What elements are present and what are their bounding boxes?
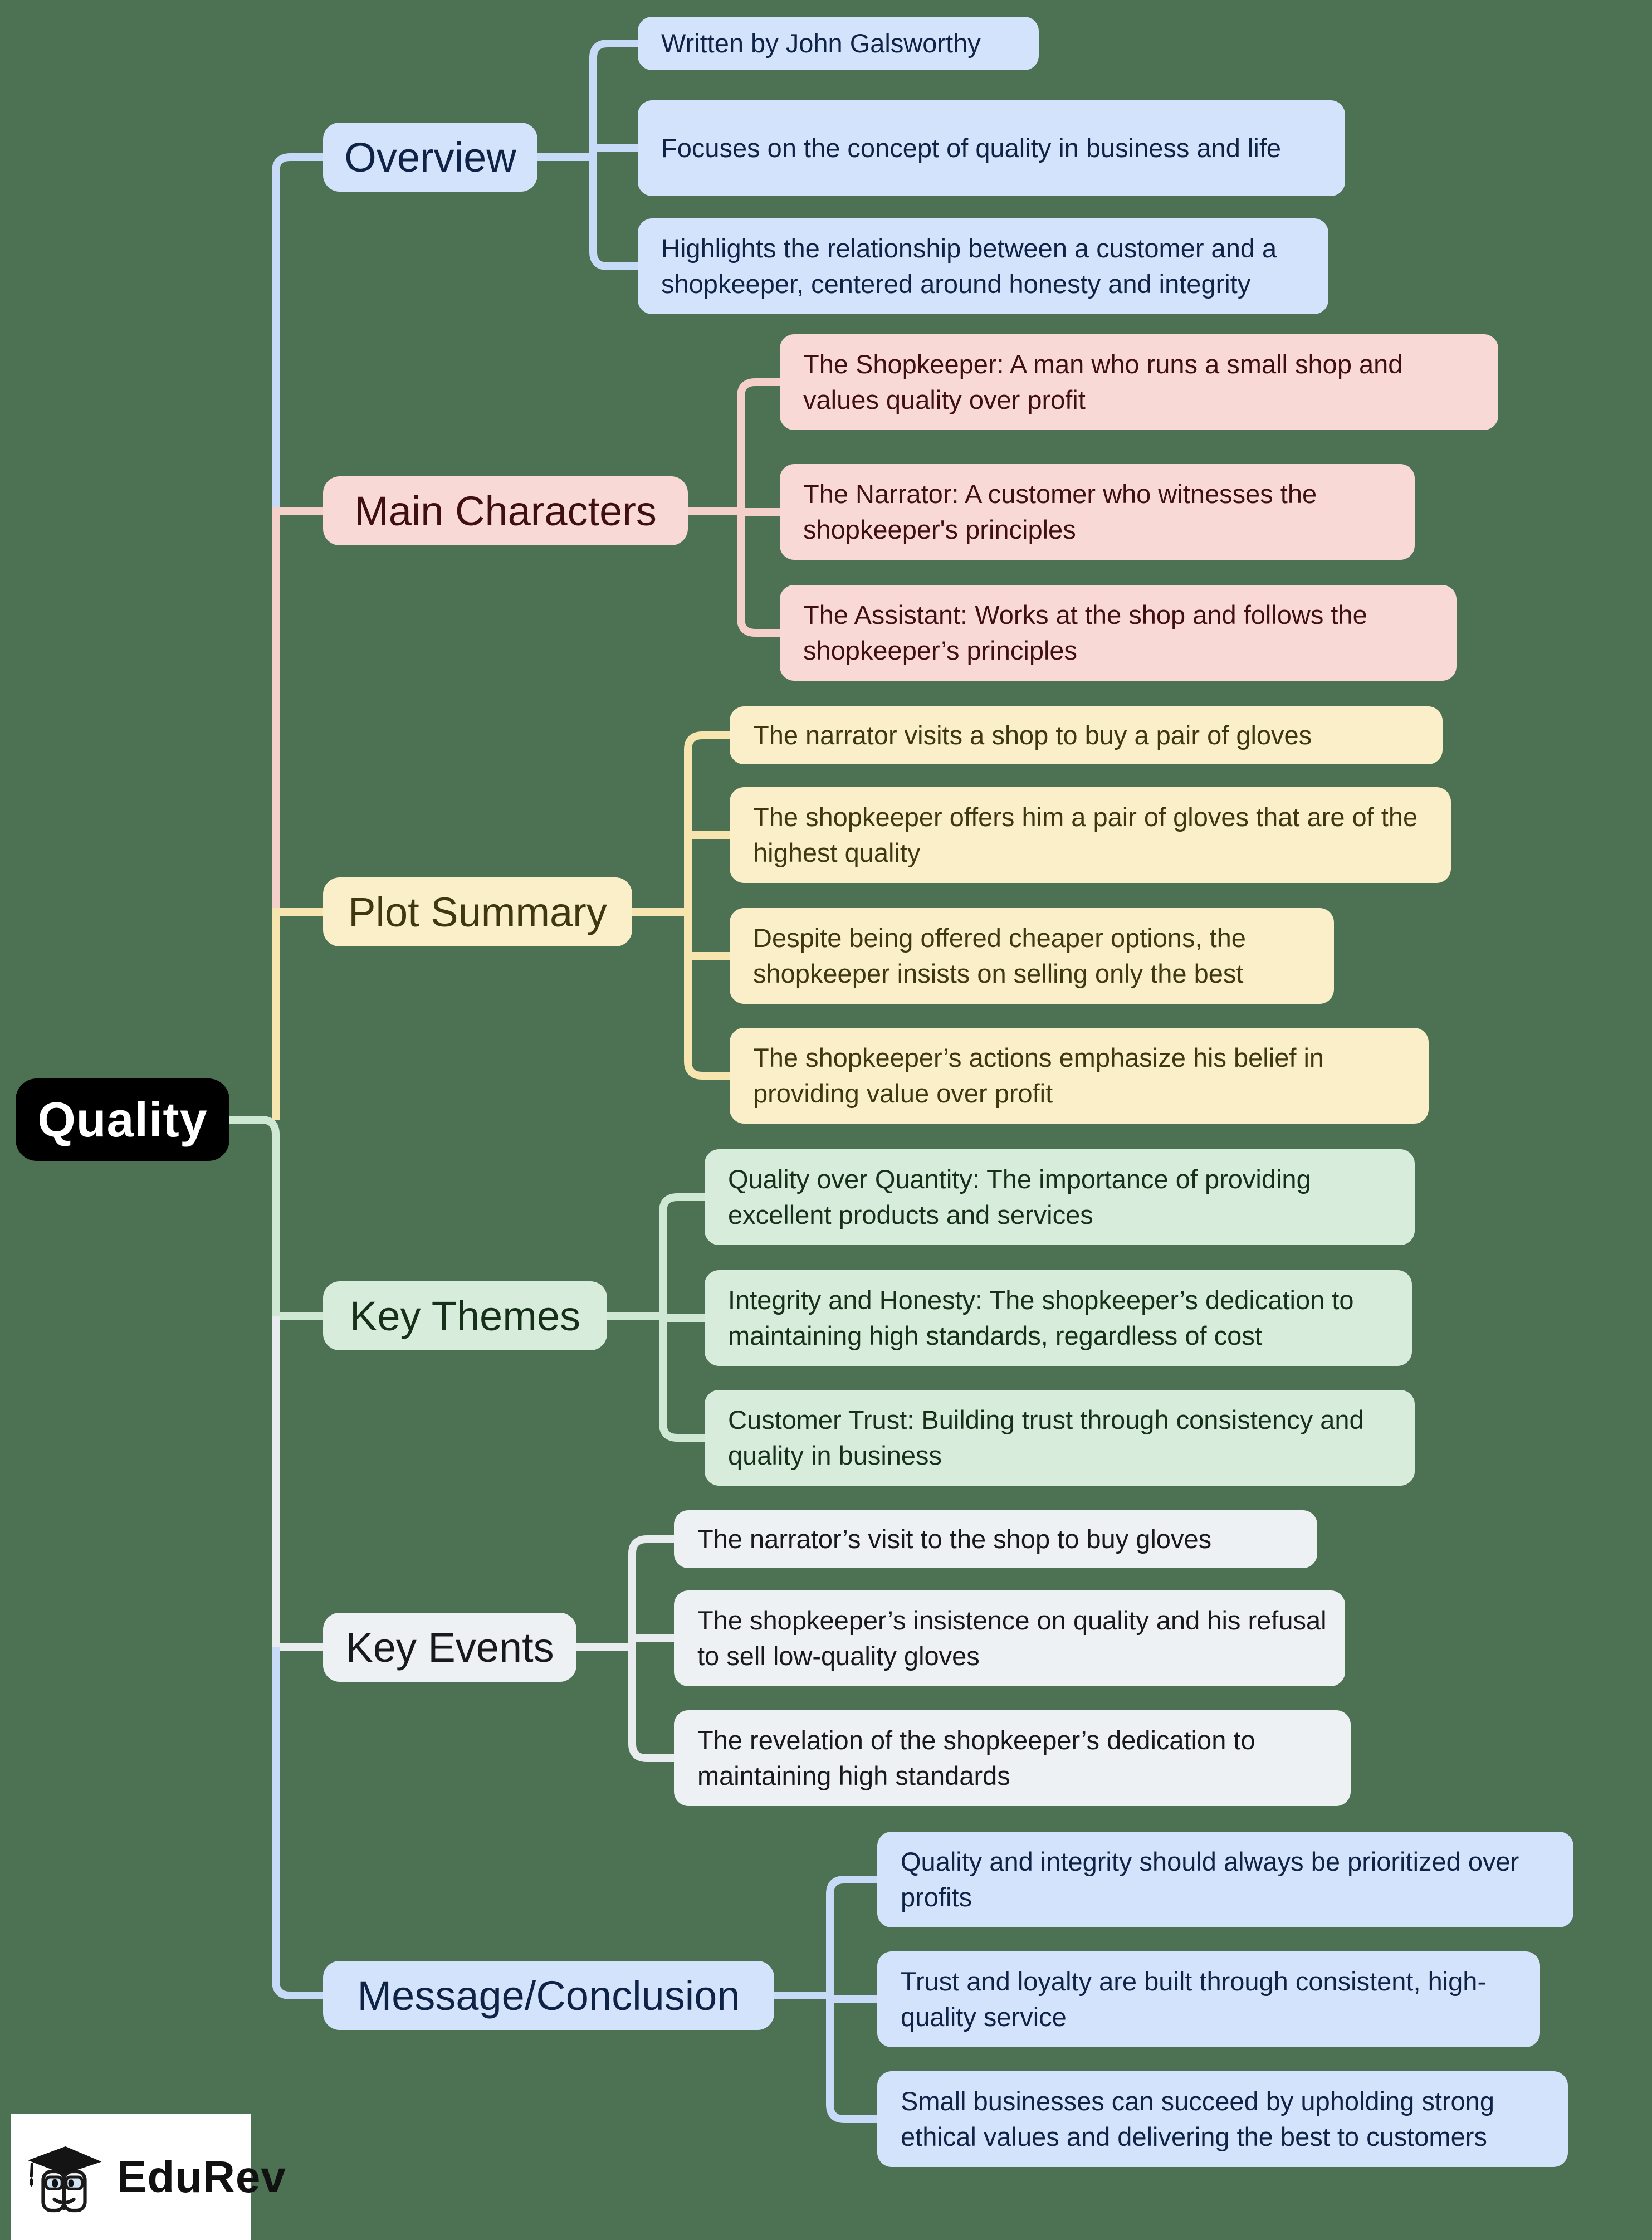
leaf-node-key-themes-3[interactable]: Customer Trust: Building trust through c… — [705, 1390, 1415, 1486]
leaf-node-main-characters-2[interactable]: The Narrator: A customer who witnesses t… — [780, 464, 1415, 560]
leaf-node-main-characters-3[interactable]: The Assistant: Works at the shop and fol… — [780, 585, 1457, 681]
leaf-node-key-events-3[interactable]: The revelation of the shopkeeper’s dedic… — [674, 1710, 1351, 1806]
connector-line — [272, 507, 323, 912]
leaf-node-plot-summary-3[interactable]: Despite being offered cheaper options, t… — [730, 908, 1334, 1004]
leaf-node-overview-1[interactable]: Written by John Galsworthy — [638, 17, 1039, 70]
leaf-node-overview-3[interactable]: Highlights the relationship between a cu… — [638, 218, 1328, 314]
edurev-mascot-icon — [28, 2146, 102, 2213]
leaf-node-key-events-2[interactable]: The shopkeeper’s insistence on quality a… — [674, 1590, 1345, 1686]
connector-line — [272, 1316, 323, 1651]
leaf-node-key-themes-2[interactable]: Integrity and Honesty: The shopkeeper’s … — [705, 1270, 1412, 1366]
branch-node-key-themes[interactable]: Key Themes — [323, 1281, 607, 1350]
leaf-node-message-conclusion-1[interactable]: Quality and integrity should always be p… — [877, 1832, 1573, 1927]
branch-node-overview[interactable]: Overview — [323, 123, 537, 192]
connector-line — [628, 1535, 674, 1762]
connector-line — [737, 378, 780, 637]
connector-line — [684, 731, 730, 1080]
leaf-node-plot-summary-1[interactable]: The narrator visits a shop to buy a pair… — [730, 706, 1443, 764]
leaf-node-main-characters-1[interactable]: The Shopkeeper: A man who runs a small s… — [780, 334, 1498, 430]
edurev-logo[interactable]: EduRev — [11, 2114, 286, 2240]
branch-node-plot-summary[interactable]: Plot Summary — [323, 877, 632, 946]
leaf-node-key-events-1[interactable]: The narrator’s visit to the shop to buy … — [674, 1510, 1317, 1568]
branch-node-main-characters[interactable]: Main Characters — [323, 476, 688, 545]
connector-line — [223, 1116, 323, 1320]
branch-node-key-events[interactable]: Key Events — [323, 1613, 576, 1682]
connector-line — [272, 908, 323, 1120]
leaf-node-message-conclusion-3[interactable]: Small businesses can succeed by upholdin… — [877, 2071, 1568, 2167]
connector-line — [272, 153, 323, 511]
leaf-node-message-conclusion-2[interactable]: Trust and loyalty are built through cons… — [877, 1951, 1540, 2047]
leaf-node-plot-summary-2[interactable]: The shopkeeper offers him a pair of glov… — [730, 787, 1451, 883]
connector-line — [272, 1647, 323, 1999]
branch-node-message-conclusion[interactable]: Message/Conclusion — [323, 1961, 774, 2030]
root-node[interactable]: Quality — [16, 1078, 229, 1161]
leaf-node-key-themes-1[interactable]: Quality over Quantity: The importance of… — [705, 1149, 1415, 1245]
edurev-brand-text: EduRev — [117, 2152, 286, 2202]
leaf-node-overview-2[interactable]: Focuses on the concept of quality in bus… — [638, 100, 1345, 196]
leaf-node-plot-summary-4[interactable]: The shopkeeper’s actions emphasize his b… — [730, 1028, 1429, 1124]
connector-line — [589, 40, 638, 270]
